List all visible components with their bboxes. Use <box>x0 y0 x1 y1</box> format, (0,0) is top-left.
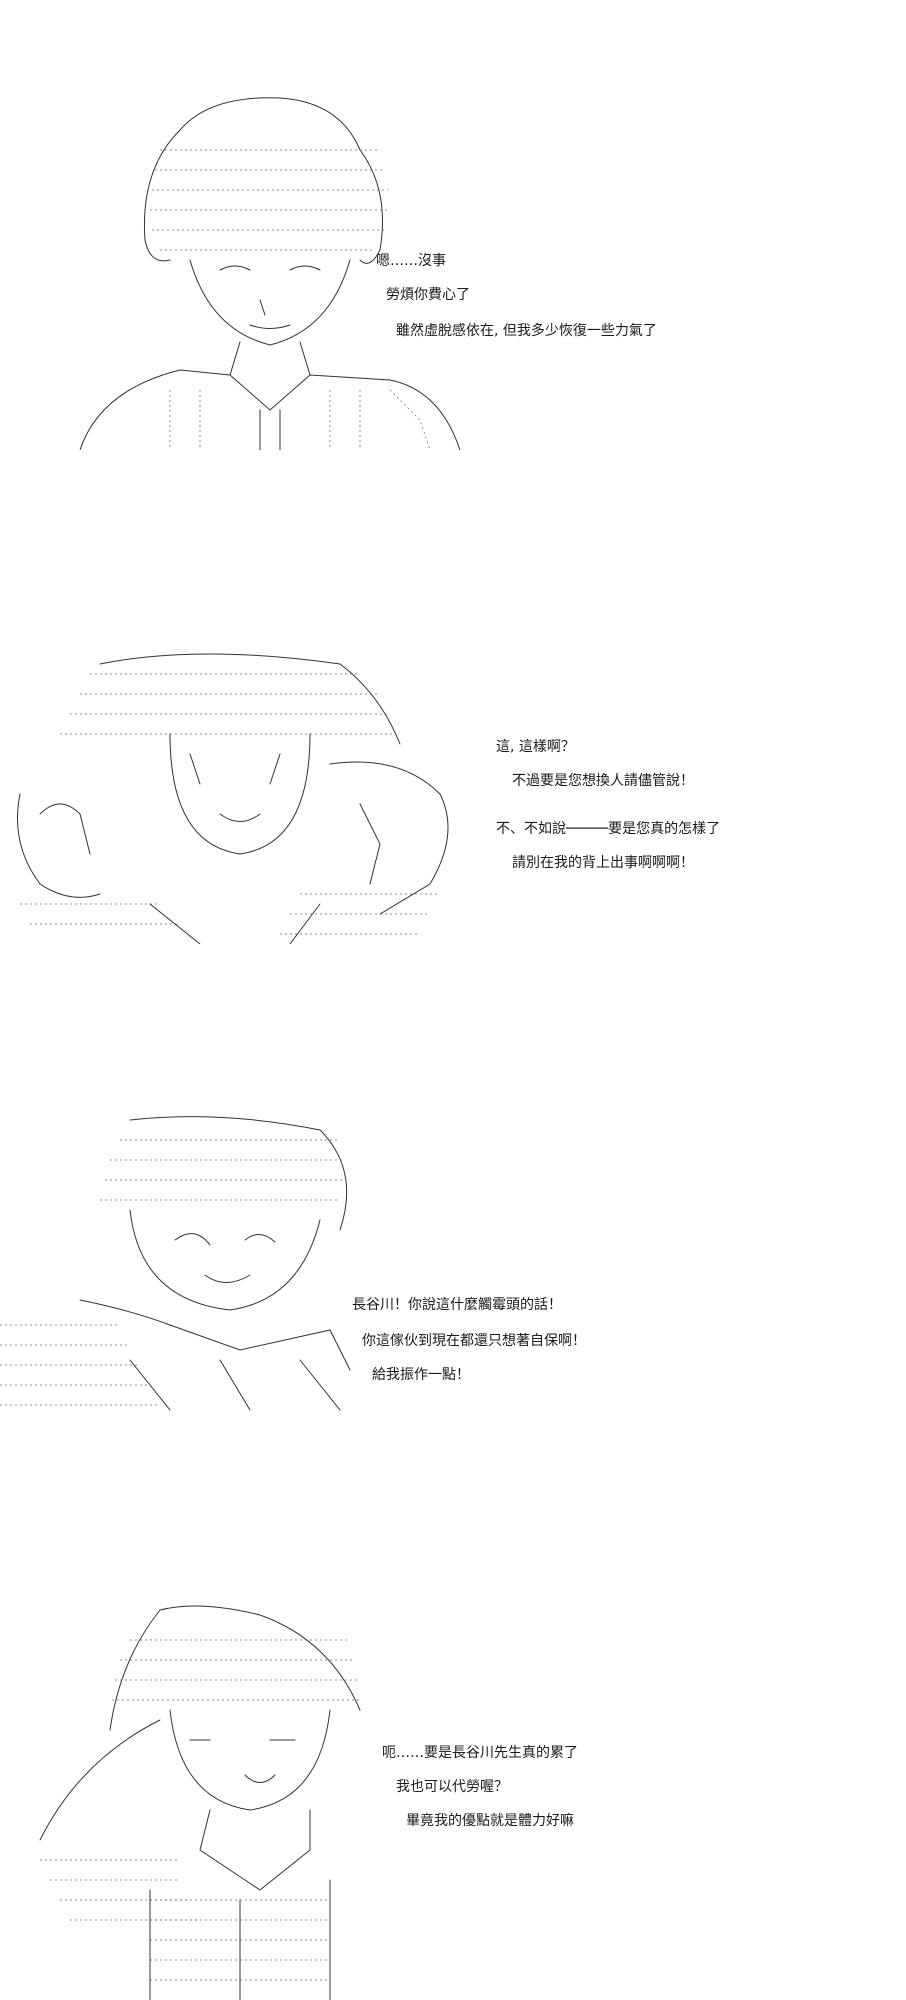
dialog-line: 不過要是您想換人請儘管說！ <box>512 773 694 789</box>
dialog-line: 我也可以代勞喔？ <box>396 1779 508 1795</box>
dialog-line: 雖然虛脫感依在, 但我多少恢復一些力氣了 <box>396 323 657 339</box>
ascii-art-character-2 <box>0 644 480 944</box>
dialog-line: 不、不如說─────要是您真的怎樣了 <box>496 821 721 837</box>
dialog-line: 請別在我的背上出事啊啊啊！ <box>512 855 694 871</box>
dialog-line: 這, 這樣啊？ <box>496 739 575 755</box>
ascii-art-character-3 <box>0 1110 380 1420</box>
dialog-line: 勞煩你費心了 <box>386 287 470 303</box>
panel-3: 長谷川！你說這什麼觸霉頭的話！ 你這傢伙到現在都還只想著自保啊！ 給我振作一點！ <box>0 1110 906 1430</box>
panel-4: 呃……要是長谷川先生真的累了 我也可以代勞喔？ 畢竟我的優點就是體力好嘛 <box>0 1590 906 2000</box>
dialog-line: 你這傢伙到現在都還只想著自保啊！ <box>362 1333 586 1349</box>
dialog-line: 嗯……沒事 <box>376 253 446 269</box>
panel-1: 嗯……沒事 勞煩你費心了 雖然虛脫感依在, 但我多少恢復一些力氣了 <box>0 0 906 470</box>
dialog-line: 畢竟我的優點就是體力好嘛 <box>406 1813 574 1829</box>
ascii-art-character-1 <box>60 90 480 450</box>
ascii-art-character-4 <box>30 1600 390 2000</box>
dialog-line: 給我振作一點！ <box>372 1367 470 1383</box>
dialog-line: 長谷川！你說這什麼觸霉頭的話！ <box>352 1297 562 1313</box>
dialog-line: 呃……要是長谷川先生真的累了 <box>382 1745 578 1761</box>
panel-2: 這, 這樣啊？ 不過要是您想換人請儘管說！ 不、不如說─────要是您真的怎樣了… <box>0 620 906 950</box>
